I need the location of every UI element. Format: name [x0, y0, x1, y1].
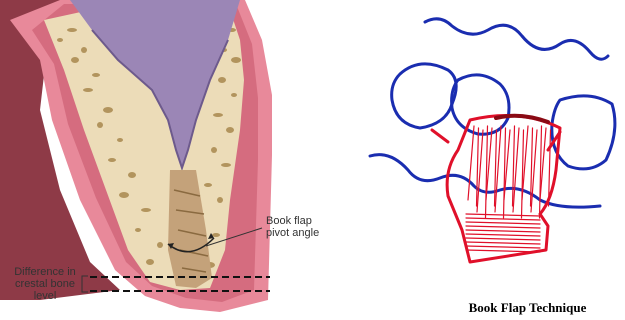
diff-label-line1: Difference in [2, 266, 88, 278]
book-flap-sketch [370, 19, 615, 262]
bone-pore [146, 259, 154, 265]
bone-pore [211, 147, 217, 153]
figure-caption: Book Flap Technique [435, 300, 620, 316]
sketch-top-wave [425, 19, 608, 59]
bone-pore [212, 233, 220, 237]
bone-pore [231, 93, 237, 97]
hatch-stroke [466, 222, 540, 224]
hatch-stroke [522, 130, 524, 218]
bone-pore [226, 127, 234, 133]
hatch-stroke [468, 126, 474, 200]
sketch-flap-top-edge [496, 116, 548, 122]
sketch-left-tooth [392, 64, 457, 128]
bone-pore [218, 77, 226, 83]
hatch-stroke [466, 234, 540, 236]
bone-pore [92, 73, 100, 77]
bone-pore [135, 228, 141, 232]
bone-pore [213, 113, 223, 117]
bone-pore [67, 28, 77, 32]
bone-pore [81, 47, 87, 53]
sketch-red-mark-left [432, 130, 448, 142]
hatch-stroke [466, 230, 540, 232]
bone-pore [128, 172, 136, 178]
pivot-angle-label: Book flap pivot angle [266, 215, 319, 239]
hatch-stroke [466, 242, 540, 244]
hatch-stroke [540, 126, 542, 218]
bone-pore [108, 158, 116, 162]
bone-pore [83, 88, 93, 92]
bone-pore [217, 197, 223, 203]
bone-pore [231, 57, 241, 63]
hatch-stroke [466, 250, 540, 252]
diff-label-line2: crestal bone [2, 278, 88, 290]
bone-pore [119, 192, 129, 198]
crestal-difference-label: Difference in crestal bone level [2, 266, 88, 302]
bone-pore [103, 107, 113, 113]
hatch-stroke [466, 246, 540, 248]
bone-pore [157, 242, 163, 248]
bone-pore [141, 208, 151, 212]
hatch-stroke [466, 226, 540, 228]
bone-pore [117, 138, 123, 142]
hatch-stroke [504, 128, 506, 218]
pivot-label-line1: Book flap [266, 215, 319, 227]
bone-pore [97, 122, 103, 128]
bone-pore [71, 57, 79, 63]
bone-pore [57, 38, 63, 42]
hatch-stroke [486, 126, 488, 218]
sketch-middle-tooth [452, 75, 509, 134]
diff-label-line3: level [2, 290, 88, 302]
bone-pore [221, 163, 231, 167]
hatch-stroke [466, 238, 540, 240]
bone-pore [204, 183, 212, 187]
pivot-label-line2: pivot angle [266, 227, 319, 239]
